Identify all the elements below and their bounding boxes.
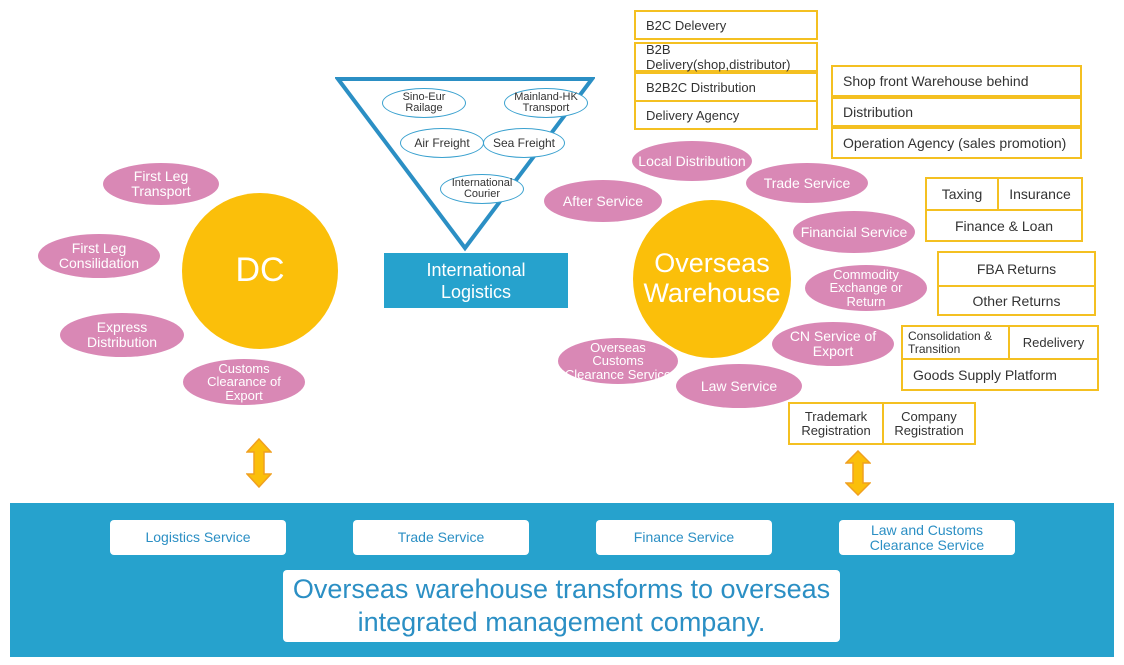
- law-service-bubble: Law Service: [676, 364, 802, 408]
- finance-service-button[interactable]: Finance Service: [596, 520, 772, 555]
- finance-box-loan: Finance & Loan: [925, 209, 1083, 242]
- double-arrow-icon: [246, 438, 272, 488]
- customs-clearance-export-bubble: Customs Clearance of Export: [183, 359, 305, 405]
- return-box-fba: FBA Returns: [937, 251, 1096, 287]
- delivery-box-b2b: B2B Delivery(shop,distributor): [634, 42, 818, 72]
- trade-box-operation-agency: Operation Agency (sales promotion): [831, 127, 1082, 159]
- sino-eur-railage-oval: Sino-Eur Railage: [382, 88, 466, 118]
- double-arrow-icon: [845, 450, 871, 496]
- sea-freight-oval: Sea Freight: [483, 128, 565, 158]
- law-box-trademark: Trademark Registration: [788, 402, 884, 445]
- delivery-box-b2c: B2C Delevery: [634, 10, 818, 40]
- cn-service-export-bubble: CN Service of Export: [772, 322, 894, 366]
- overseas-warehouse-circle: Overseas Warehouse: [633, 200, 791, 358]
- first-leg-transport-bubble: First Leg Transport: [103, 163, 219, 205]
- delivery-box-agency: Delivery Agency: [634, 100, 818, 130]
- air-freight-oval: Air Freight: [400, 128, 484, 158]
- dc-label: DC: [235, 251, 285, 290]
- export-box-goods-supply: Goods Supply Platform: [901, 358, 1099, 391]
- after-service-bubble: After Service: [544, 180, 662, 222]
- commodity-exchange-bubble: Commodity Exchange or Return: [805, 265, 927, 311]
- return-box-other: Other Returns: [937, 285, 1096, 316]
- trade-box-distribution: Distribution: [831, 97, 1082, 127]
- mainland-hk-transport-oval: Mainland-HK Transport: [504, 88, 588, 118]
- logistics-service-button[interactable]: Logistics Service: [110, 520, 286, 555]
- headline-box: Overseas warehouse transforms to oversea…: [283, 570, 840, 642]
- law-box-company: Company Registration: [882, 402, 976, 445]
- export-box-consolidation: Consolidation & Transition: [901, 325, 1010, 360]
- financial-service-bubble: Financial Service: [793, 211, 915, 253]
- first-leg-consolidation-bubble: First Leg Consilidation: [38, 234, 160, 278]
- headline-line-1: Overseas warehouse transforms to oversea…: [292, 574, 831, 604]
- trade-box-shop-front: Shop front Warehouse behind: [831, 65, 1082, 97]
- local-distribution-bubble: Local Distribution: [632, 141, 752, 181]
- dc-circle: DC: [182, 193, 338, 349]
- overseas-customs-clearance-bubble: Overseas Customs Clearance Service: [558, 338, 678, 384]
- export-box-redelivery: Redelivery: [1008, 325, 1099, 360]
- international-courier-oval: International Courier: [440, 174, 524, 204]
- headline-line-2: integrated management company.: [357, 607, 766, 637]
- trade-service-bubble: Trade Service: [746, 163, 868, 203]
- express-distribution-bubble: Express Distribution: [60, 313, 184, 357]
- law-customs-service-button[interactable]: Law and Customs Clearance Service: [839, 520, 1015, 555]
- delivery-box-b2b2c: B2B2C Distribution: [634, 72, 818, 102]
- international-triangle: [335, 77, 595, 252]
- trade-service-button[interactable]: Trade Service: [353, 520, 529, 555]
- overseas-warehouse-label: Overseas Warehouse: [643, 248, 781, 308]
- international-logistics-box: International Logistics: [384, 253, 568, 308]
- finance-box-insurance: Insurance: [997, 177, 1083, 211]
- finance-box-taxing: Taxing: [925, 177, 999, 211]
